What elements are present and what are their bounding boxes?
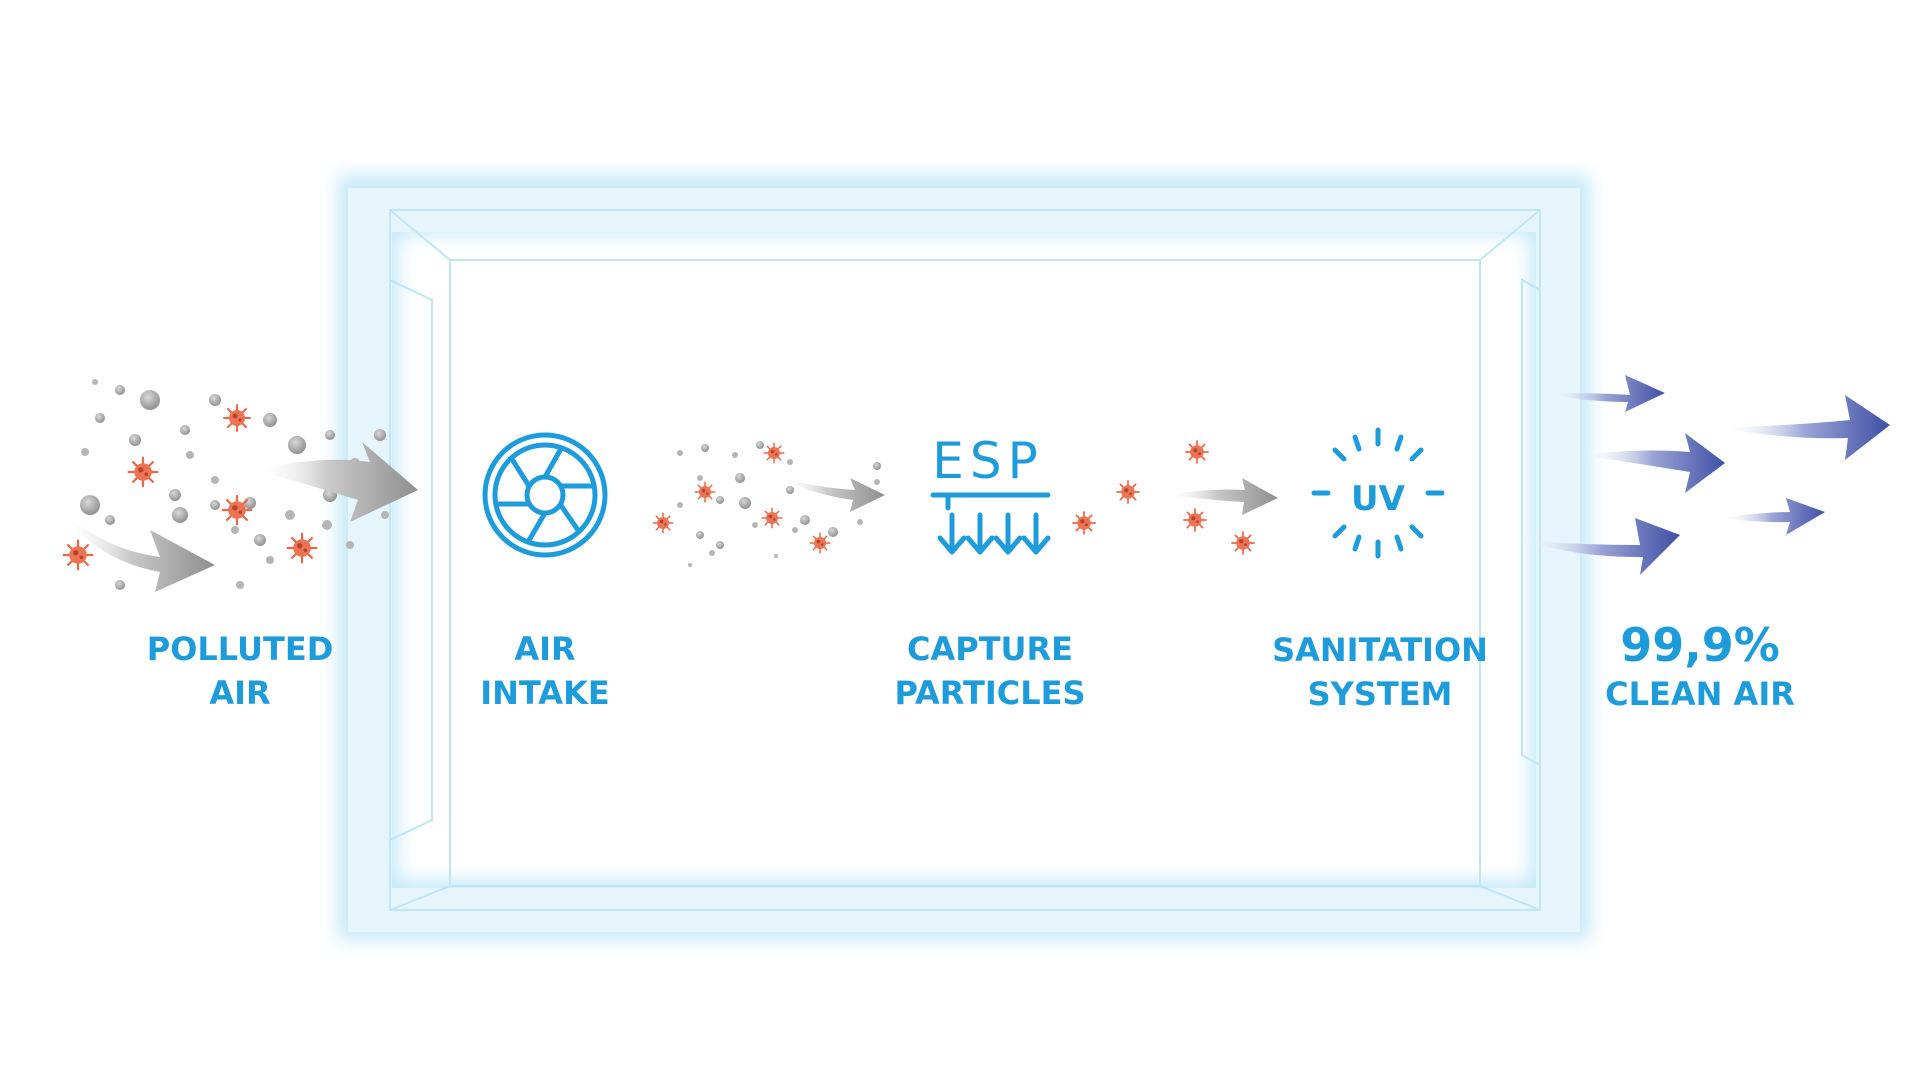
step-label-line: SYSTEM [1307, 675, 1453, 713]
middle-arrow [780, 478, 885, 512]
step-label-line: POLLUTED [146, 630, 334, 668]
step-label-capture-particles: CAPTURE PARTICLES [860, 627, 1120, 715]
step-label-line: SANITATION [1272, 631, 1488, 669]
result-label: 99,9% CLEAN AIR [1560, 618, 1840, 716]
step-label-line: AIR [514, 630, 576, 668]
clean-air-label: CLEAN AIR [1605, 675, 1795, 713]
reduced-particles [652, 441, 881, 567]
uv-lamp-icon: UV [1311, 427, 1445, 559]
purifier-box [338, 175, 1590, 940]
step-label-sanitation-system: SANITATION SYSTEM [1245, 628, 1515, 716]
step-label-air-intake: AIR INTAKE [425, 627, 665, 715]
clean-air-arrows [1520, 375, 1890, 575]
fan-icon [482, 432, 608, 558]
step-label-line: AIR [209, 674, 271, 712]
step-label-line: PARTICLES [894, 674, 1086, 712]
step-label-line: CAPTURE [906, 630, 1073, 668]
polluted-air-arrows [60, 442, 418, 592]
uv-text: UV [1351, 479, 1406, 519]
step-label-line: INTAKE [480, 674, 610, 712]
step-label-polluted-air: POLLUTED AIR [120, 627, 360, 715]
esp-filter-icon: ESP [930, 432, 1051, 555]
clean-percent: 99,9% [1620, 618, 1780, 672]
sanitation-arrow [1165, 478, 1278, 515]
esp-text: ESP [932, 432, 1043, 490]
